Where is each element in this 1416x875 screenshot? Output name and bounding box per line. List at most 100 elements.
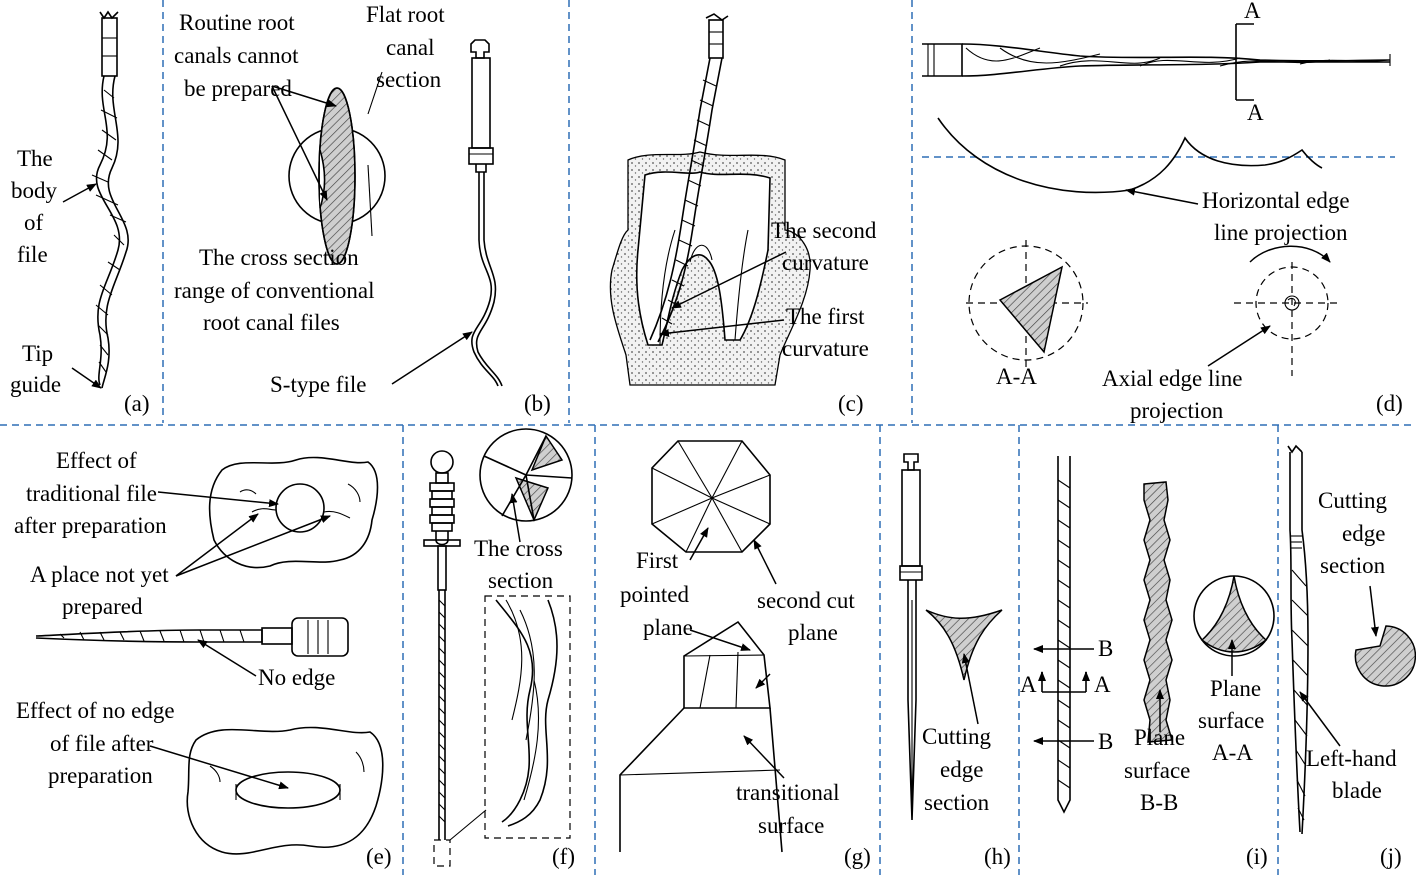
label: canals cannot — [174, 43, 299, 68]
label: section — [1320, 553, 1386, 578]
file-side-view — [922, 23, 1391, 101]
panel-e: Effect of traditional file after prepara… — [14, 448, 392, 869]
s-type-file-drawing — [468, 39, 503, 387]
label: second cut — [757, 588, 855, 613]
panel-tag: (c) — [838, 391, 864, 416]
label: transitional — [736, 780, 839, 805]
section-a-a-circle — [1193, 575, 1275, 657]
panel-tag: (g) — [844, 844, 871, 869]
label: surface — [758, 813, 824, 838]
tooth-top-view-traditional — [208, 456, 379, 569]
label: A — [1094, 672, 1111, 697]
j-file-drawing — [1287, 444, 1309, 835]
label: Effect of — [56, 448, 137, 473]
panel-tag: (d) — [1376, 391, 1403, 416]
label: be prepared — [184, 76, 292, 101]
panel-c: The second curvature The first curvature… — [609, 13, 877, 416]
label: A place not yet — [30, 562, 169, 587]
panel-b: Routine root canals cannot be prepared F… — [174, 2, 551, 416]
label: A-A — [996, 364, 1037, 389]
label: prepared — [62, 594, 143, 619]
label: B — [1098, 636, 1113, 661]
panel-tag: (h) — [984, 844, 1011, 869]
label: section — [924, 790, 990, 815]
label: blade — [1332, 778, 1382, 803]
i-file-drawing — [1057, 456, 1071, 814]
panel-i: B A A B Plane surface B-B Plane surface … — [1020, 456, 1275, 869]
label: The first — [786, 304, 865, 329]
label: surface — [1198, 708, 1264, 733]
tip-side-view — [619, 620, 783, 853]
label: B-B — [1140, 790, 1178, 815]
panel-g: First pointed plane second cut plane tra… — [619, 440, 871, 869]
cross-section-circle — [479, 428, 573, 522]
label: Tip — [22, 341, 53, 366]
label: root canal files — [203, 310, 340, 335]
label: Cutting — [1318, 488, 1388, 513]
label: The — [17, 146, 53, 171]
label: The second — [771, 218, 877, 243]
label: Routine root — [179, 10, 295, 35]
axial-projection — [1234, 245, 1340, 376]
label: traditional file — [26, 481, 157, 506]
label: No edge — [258, 665, 335, 690]
panel-tag: (j) — [1380, 844, 1402, 869]
label: S-type file — [270, 372, 366, 397]
label: edge — [940, 757, 983, 782]
label: B — [1098, 729, 1113, 754]
label: A — [1244, 0, 1261, 23]
label: surface — [1124, 758, 1190, 783]
label: Cutting — [922, 724, 992, 749]
label: Left-hand — [1306, 746, 1397, 771]
label: after preparation — [14, 513, 167, 538]
label: curvature — [782, 250, 869, 275]
panel-tag: (e) — [366, 844, 392, 869]
panel-tag: (i) — [1246, 844, 1268, 869]
label: projection — [1130, 398, 1224, 423]
label: First — [636, 548, 679, 573]
label: A — [1020, 672, 1037, 697]
label: pointed — [620, 582, 689, 607]
label: plane — [643, 615, 693, 640]
label: curvature — [782, 336, 869, 361]
label: A-A — [1212, 740, 1253, 765]
label: Flat root — [366, 2, 445, 27]
twisted-file-drawing — [91, 10, 129, 389]
tooth-top-view-no-edge — [186, 726, 384, 855]
label: section — [488, 568, 554, 593]
label: Effect of no edge — [16, 698, 175, 723]
section-a-a — [966, 240, 1088, 368]
label: body — [11, 178, 58, 203]
label: range of conventional — [174, 278, 375, 303]
file-handle-drawing — [423, 450, 461, 867]
label: of file after — [50, 731, 154, 756]
panel-tag: (b) — [524, 391, 551, 416]
label: section — [376, 67, 442, 92]
panel-d: A A Horizontal edge line projection A-A … — [922, 0, 1403, 423]
label: A — [1247, 100, 1264, 125]
label: file — [17, 242, 48, 267]
label: Horizontal edge — [1202, 188, 1350, 213]
no-edge-file-drawing — [35, 617, 349, 657]
label: The cross section — [199, 245, 359, 270]
panel-h: Cutting edge section (h) — [899, 453, 1011, 869]
h-file-drawing — [899, 453, 923, 821]
panel-f: The cross section (f) — [423, 428, 575, 869]
enlarged-tip-drawing — [484, 595, 571, 839]
panel-tag: (a) — [124, 391, 150, 416]
label: edge — [1342, 521, 1385, 546]
label: of — [24, 210, 44, 235]
label: The cross — [474, 536, 563, 561]
panel-tag: (f) — [552, 844, 575, 869]
label: plane — [788, 620, 838, 645]
label: canal — [386, 35, 435, 60]
label: Plane — [1134, 725, 1185, 750]
label: preparation — [48, 763, 153, 788]
panel-a: The body of file Tip guide (a) — [10, 10, 150, 416]
label: guide — [10, 372, 61, 397]
octagon-tip-top-view — [651, 440, 771, 553]
label: line projection — [1214, 220, 1348, 245]
label: Axial edge line — [1102, 366, 1243, 391]
